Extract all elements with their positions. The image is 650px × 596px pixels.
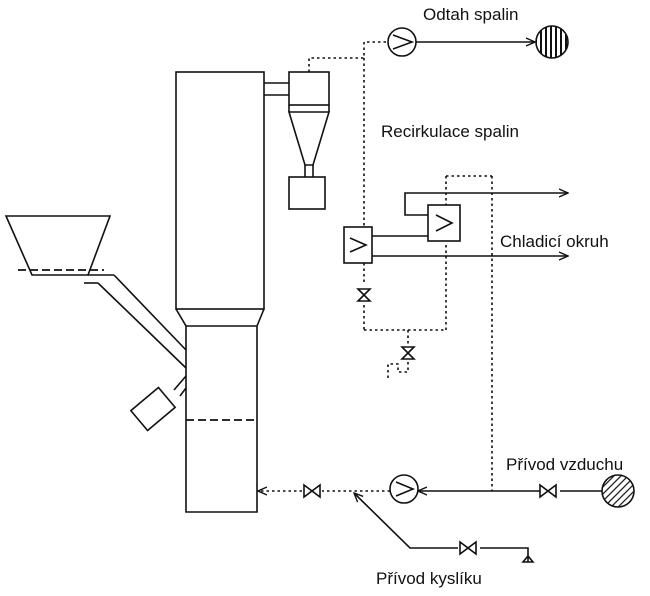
- label-flue-gas-exhaust: Odtah spalin: [423, 5, 518, 24]
- label-oxygen-supply: Přívod kyslíku: [376, 569, 482, 588]
- oxygen-valve: [459, 540, 477, 556]
- air-inlet: [601, 474, 635, 508]
- recirc-valve-1: [356, 288, 372, 302]
- recirculation-line: [343, 58, 447, 378]
- ash-container: [288, 176, 326, 210]
- heat-exchanger-2: [427, 204, 461, 242]
- air-supply-line: [258, 176, 635, 508]
- oxygen-supply-line: [354, 493, 535, 563]
- label-air-supply: Přívod vzduchu: [506, 455, 623, 474]
- label-cooling-circuit: Chladicí okruh: [500, 232, 609, 251]
- flue-gas-exhaust-line: [308, 25, 569, 72]
- cyclone: [264, 71, 331, 210]
- feed-motor: [129, 386, 177, 432]
- reactor-column: [175, 71, 265, 513]
- air-valve: [539, 483, 557, 499]
- recirc-valve-2: [400, 346, 416, 360]
- cooling-circuit: [372, 175, 568, 256]
- inlet-valve: [303, 483, 321, 499]
- flue-gas-outlet: [535, 25, 569, 59]
- label-flue-gas-recirculation: Recirkulace spalin: [381, 122, 519, 141]
- fuel-hopper: [4, 215, 187, 432]
